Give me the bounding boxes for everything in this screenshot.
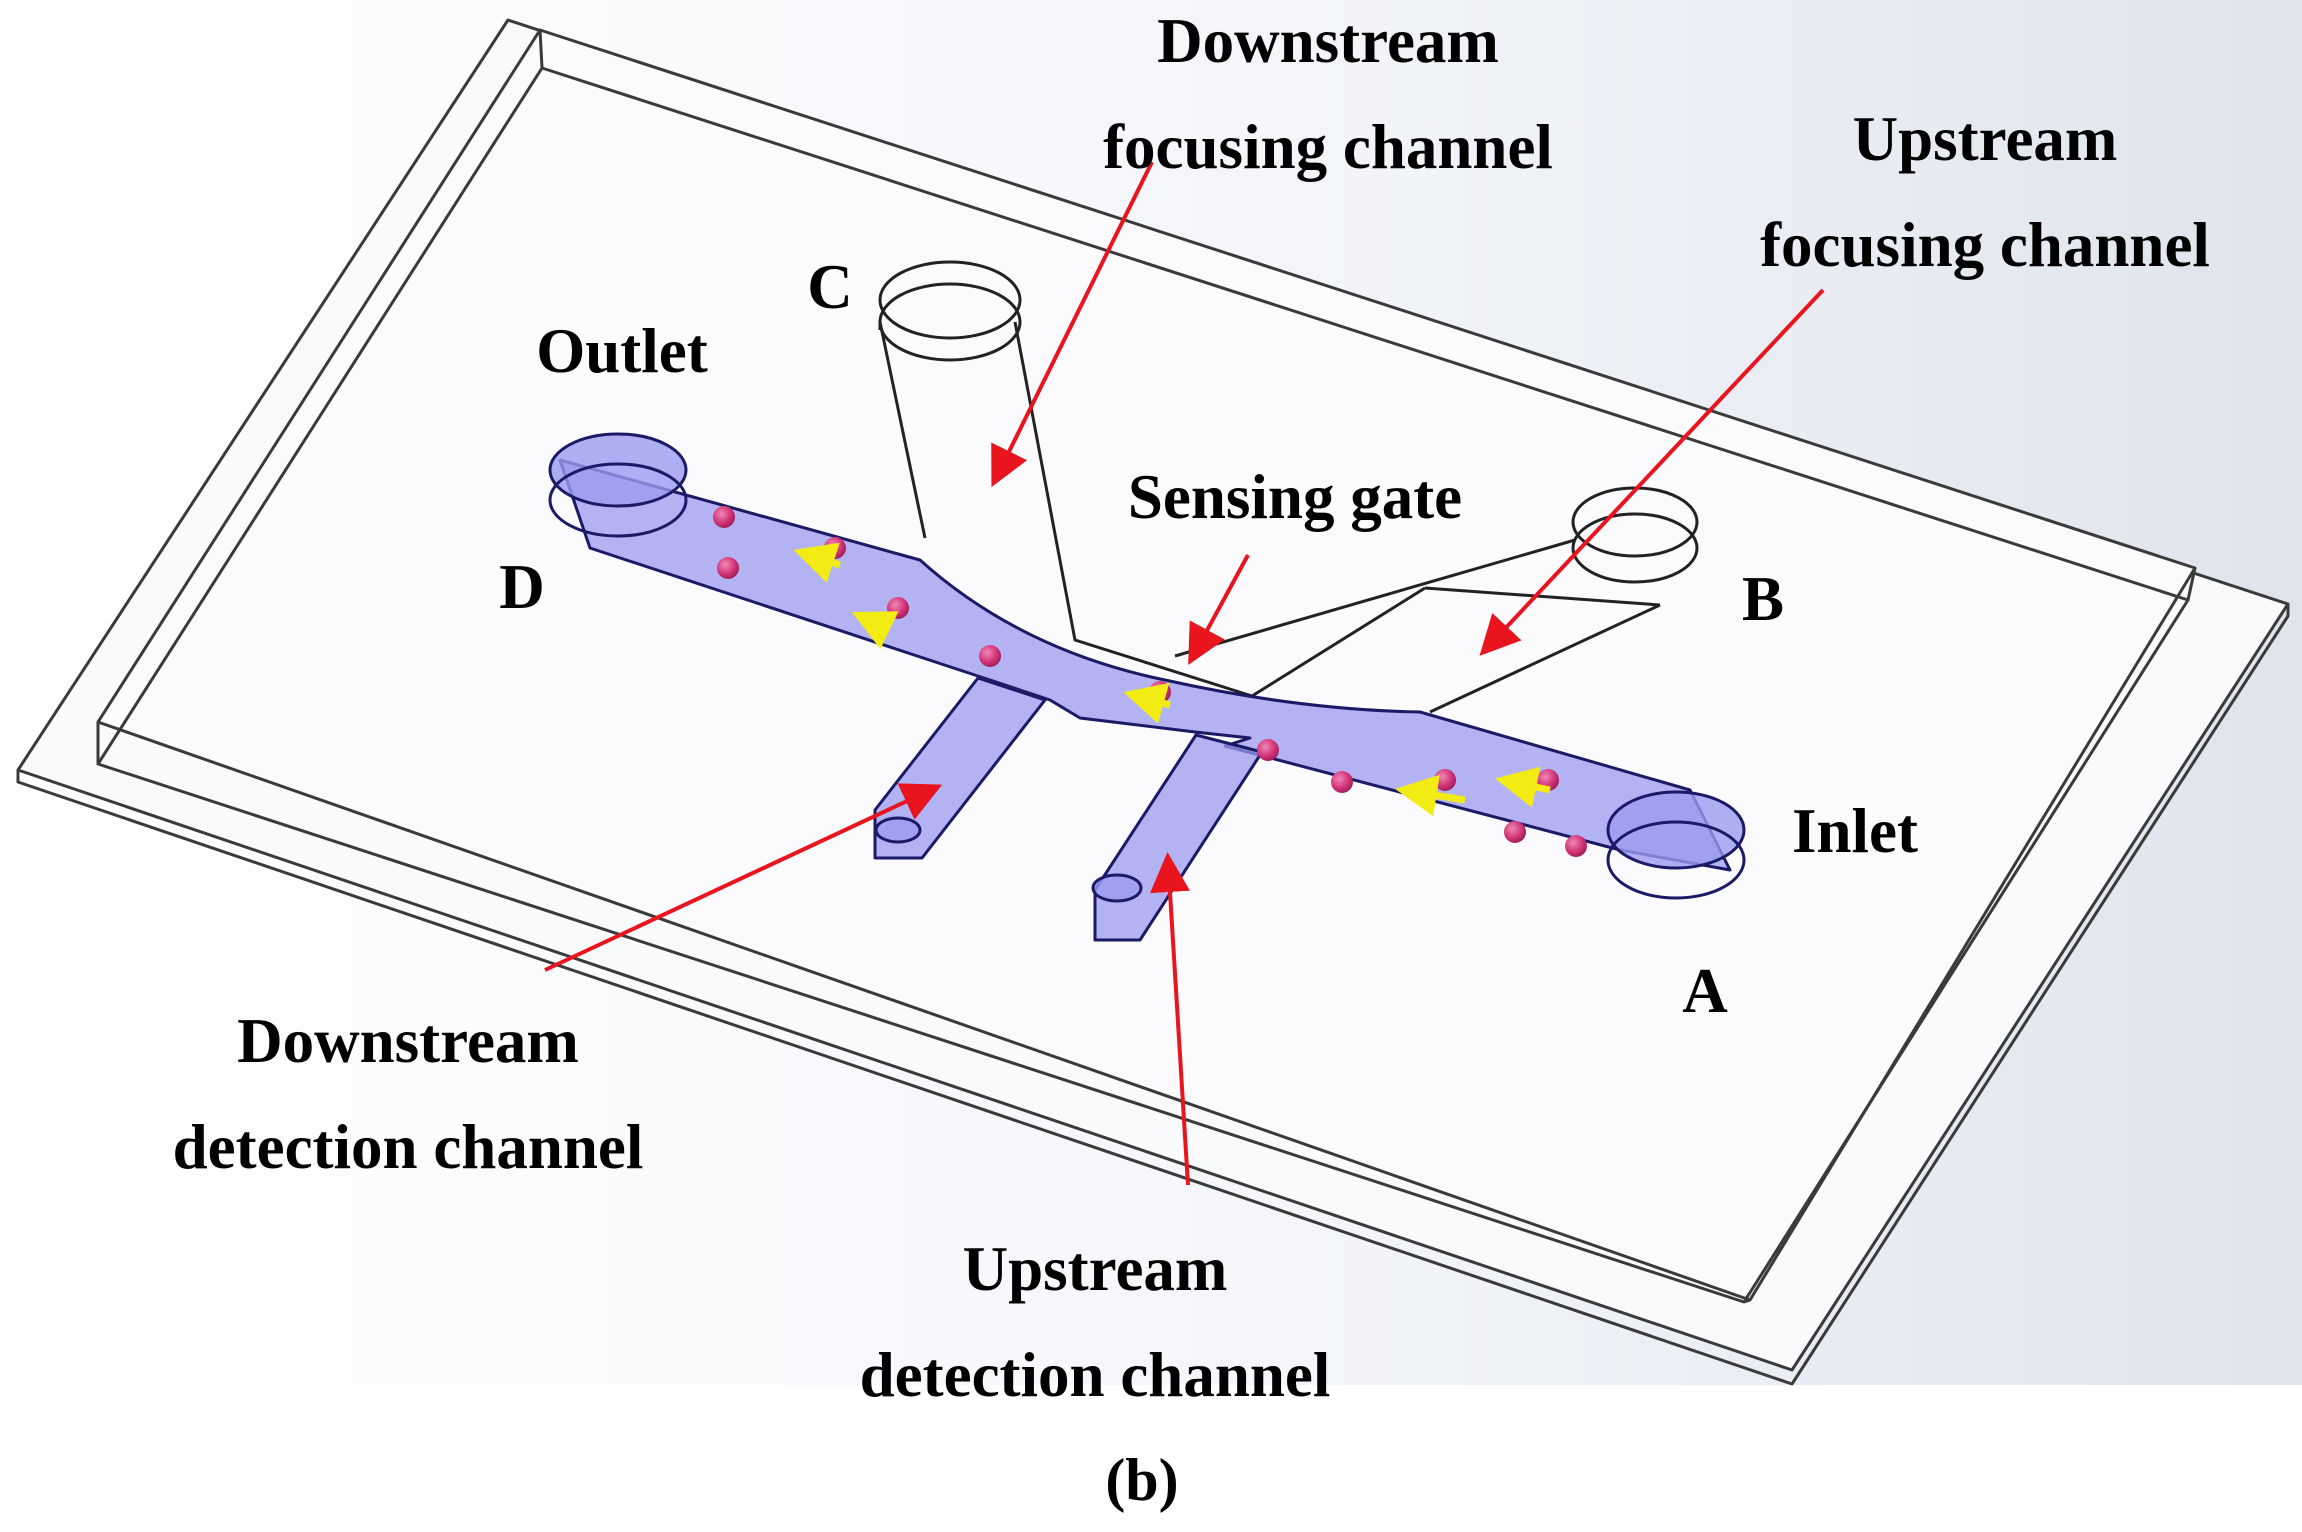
label-downstream-focusing-line2: focusing channel <box>1103 112 1553 182</box>
main-channel <box>548 432 1746 942</box>
focusing-channels <box>878 260 1699 714</box>
label-downstream-detection-line1: Downstream <box>237 1006 579 1076</box>
label-port-c: C <box>807 252 853 322</box>
upstream-focusing-channel <box>1174 538 1661 714</box>
arrow-downstream-focusing <box>991 161 1154 488</box>
arrow-downstream-detection <box>544 783 943 972</box>
panel-label: (b) <box>1105 1447 1178 1513</box>
downstream-focusing-channel <box>878 321 1426 698</box>
label-outlet: Outlet <box>536 316 707 386</box>
arrow-upstream-detection <box>1150 852 1190 1186</box>
arrow-sensing-gate <box>1188 554 1250 666</box>
arrow-upstream-focusing <box>1479 288 1825 656</box>
label-upstream-detection-line2: detection channel <box>860 1340 1331 1410</box>
label-downstream-detection-line2: detection channel <box>173 1112 644 1182</box>
label-port-a: A <box>1682 956 1728 1026</box>
label-downstream-focusing-line1: Downstream <box>1157 6 1499 76</box>
label-upstream-focusing-line2: focusing channel <box>1760 210 2210 280</box>
particles <box>713 506 1587 857</box>
label-port-b: B <box>1742 564 1784 634</box>
outlet-port-d <box>548 432 688 508</box>
port-c-well <box>878 260 1022 340</box>
label-port-d: D <box>499 552 545 622</box>
inlet-port-a <box>1606 790 1746 870</box>
labels: Downstream focusing channel Upstream foc… <box>173 6 2210 1513</box>
label-inlet: Inlet <box>1792 796 1918 866</box>
label-sensing-gate: Sensing gate <box>1128 462 1462 532</box>
annotation-arrows <box>544 161 1825 1186</box>
label-upstream-detection-line1: Upstream <box>963 1234 1228 1304</box>
flow-arrows <box>793 542 1551 817</box>
label-upstream-focusing-line1: Upstream <box>1853 104 2118 174</box>
